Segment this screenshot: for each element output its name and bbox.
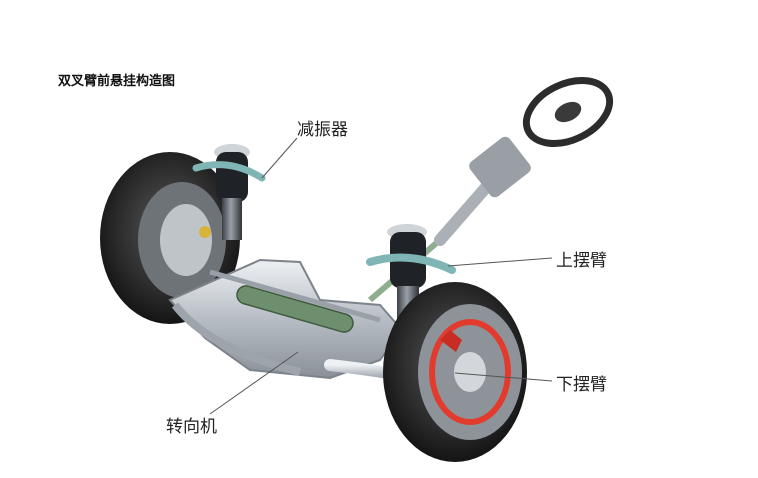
left-hub [160, 204, 212, 276]
steering-wheel [522, 77, 614, 147]
leader-shock-absorber [261, 137, 298, 179]
label-upper-arm: 上摆臂 [556, 251, 607, 271]
leader-lower-arm [454, 372, 553, 382]
left-upper-arm [192, 161, 266, 182]
steering-rack [236, 285, 354, 333]
left-wheel [100, 152, 240, 324]
subframe-rail [171, 302, 301, 376]
left-caliper [199, 226, 211, 238]
leader-lines [209, 137, 553, 415]
steering-column [368, 77, 614, 303]
label-lower-arm: 下摆臂 [556, 375, 607, 395]
right-wheel [383, 282, 527, 462]
label-steering-gear: 转向机 [166, 417, 217, 437]
label-shock-absorber: 减振器 [297, 120, 348, 140]
leader-upper-arm [447, 257, 553, 267]
column-housing [469, 136, 531, 198]
left-damper-body [222, 198, 242, 240]
diagram-title: 双叉臂前悬挂构造图 [58, 74, 176, 89]
steering-gear [209, 269, 381, 333]
right-brake-disc [429, 319, 511, 425]
right-hub [454, 352, 486, 392]
left-air-spring [216, 152, 248, 202]
right-caliper [440, 330, 462, 352]
tie-rod [209, 269, 381, 323]
leader-steering-gear [209, 351, 299, 415]
steering-wheel-hub [554, 101, 582, 123]
right-upper-arm [366, 253, 456, 274]
left-shock-absorber [192, 144, 266, 240]
